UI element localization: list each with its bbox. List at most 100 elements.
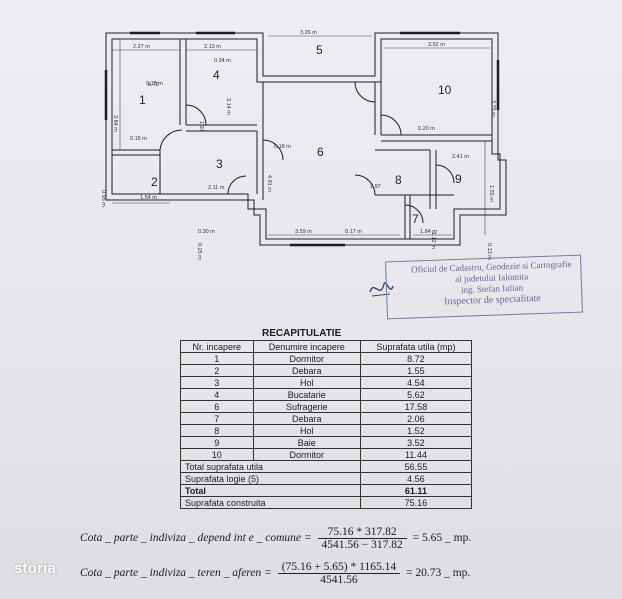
dimension-label: 1.97	[370, 184, 381, 190]
room-4-number: 4	[213, 68, 220, 82]
room-name-cell: Sufragerie	[252, 400, 361, 413]
official-stamp: Oficiul de Cadastru, Geodezie si Cartogr…	[385, 254, 583, 320]
room-area-cell: 1.52	[359, 424, 473, 437]
room-7-number: 7	[412, 212, 419, 226]
room-5-number: 5	[316, 43, 323, 57]
room-number-cell: 8	[180, 424, 254, 437]
room-6-number: 6	[317, 145, 324, 159]
room-number-cell: 3	[180, 376, 254, 389]
total-value: 56.55	[359, 460, 473, 473]
room-number-cell: 1	[180, 352, 254, 365]
room-3-number: 3	[216, 157, 223, 171]
dimension-label: 3.26 m	[300, 30, 317, 36]
dimension-label: 2.13 m	[204, 44, 221, 50]
room-number-cell: 2	[180, 364, 254, 377]
dimension-label: 0.30 m	[198, 229, 215, 235]
room-1-area-label: 8.72	[148, 82, 159, 88]
dimension-label: 3.14 m	[225, 98, 231, 115]
room-number-cell: 10	[180, 448, 254, 461]
dimension-label: 3.52 m	[428, 42, 445, 48]
room-10-number: 10	[438, 83, 452, 97]
dimension-label: 0.17 m	[345, 229, 362, 235]
total-label: Total suprafata utila	[180, 460, 361, 473]
room-name-cell: Debara	[252, 364, 361, 377]
column-header: Denumire incapere	[252, 340, 361, 353]
room-name-cell: Hol	[252, 376, 361, 389]
formula-1-lhs: Cota _ parte _ indiviza _ depend int e _…	[80, 532, 312, 545]
room-area-cell: 3.52	[359, 436, 473, 449]
dimension-label: 1.55 m	[488, 185, 494, 202]
room-area-cell: 2.06	[359, 412, 473, 425]
dimension-label: 0.34 m	[214, 58, 231, 64]
dimension-label: 0.20 m	[418, 126, 435, 132]
room-1-number: 1	[139, 93, 146, 107]
column-header: Nr. incapere	[180, 340, 254, 353]
dimension-label: 2.27 m	[133, 44, 150, 50]
formula-common-parts: Cota _ parte _ indiviza _ depend int e _…	[80, 526, 471, 551]
recap-title: RECAPITULATIE	[262, 328, 342, 339]
recap-table: Nr. incapere Denumire incapere Suprafata…	[180, 340, 473, 509]
total-value: 4.56	[359, 472, 473, 485]
room-name-cell: Bucatarie	[252, 388, 361, 401]
room-8-number: 8	[395, 173, 402, 187]
dimension-label: 3.84 m	[112, 115, 118, 132]
outer-wall	[105, 32, 507, 246]
total-value: 61.11	[359, 484, 473, 497]
recap-total-row: Suprafata logie (5)4.56	[180, 472, 473, 485]
room-number-cell: 4	[180, 388, 254, 401]
room-name-cell: Dormitor	[252, 448, 361, 461]
room-number-cell: 9	[180, 436, 254, 449]
formula-2-result: = 20.73 _ mp.	[405, 567, 471, 580]
signature	[369, 282, 394, 297]
inner-wall	[111, 38, 501, 240]
dimension-label: 3.25 m	[490, 100, 496, 117]
room-area-cell: 1.55	[359, 364, 473, 377]
room-area-cell: 8.72	[359, 352, 473, 365]
formula-2-denominator: 4541.56	[320, 574, 358, 586]
total-label: Total	[180, 484, 361, 497]
formula-1-fraction: 75.16 * 317.82 4541.56 − 317.82	[317, 526, 407, 551]
column-header: Suprafata utila (mp)	[359, 340, 473, 353]
room-area-cell: 11.44	[359, 448, 473, 461]
formula-1-numerator: 75.16 * 317.82	[317, 526, 407, 539]
dimension-label: 2.41 m	[452, 154, 469, 160]
recap-header-row: Nr. incapere Denumire incapere Suprafata…	[180, 340, 473, 353]
total-label: Suprafata construita	[180, 496, 361, 509]
room-name-cell: Debara	[252, 412, 361, 425]
formula-2-fraction: (75.16 + 5.65) * 1165.14 4541.56	[277, 561, 401, 586]
room-area-cell: 5.62	[359, 388, 473, 401]
room-area-cell: 4.54	[359, 376, 473, 389]
room-number-cell: 6	[180, 400, 254, 413]
room-2-number: 2	[151, 175, 158, 189]
room-9-number: 9	[455, 172, 462, 186]
floor-plan: 1 2 3 4 5 6 7 8 9 10 2.27 m 2.13 m 3.26 m 3…	[100, 30, 507, 260]
formula-2-numerator: (75.16 + 5.65) * 1165.14	[277, 561, 401, 574]
dimension-label: 0.13 m	[486, 243, 492, 260]
dimension-label: 1.12 m	[430, 232, 436, 249]
dimension-label: 1.84 m	[420, 229, 437, 235]
dimension-label: 0.25 m	[196, 243, 202, 260]
formula-2-lhs: Cota _ parte _ indiviza _ teren _ aferen…	[80, 567, 272, 580]
total-value: 75.16	[359, 496, 473, 509]
dimension-labels: 2.27 m 2.13 m 3.26 m 3.52 m 0.13 m 0.34 m 3.84…	[100, 30, 496, 260]
room-name-cell: Hol	[252, 424, 361, 437]
room-number-cell: 7	[180, 412, 254, 425]
dimension-label: 0.15 m	[130, 136, 147, 142]
dimension-label: 2.11 m	[208, 185, 225, 191]
dimension-label: 0.95 m	[100, 190, 106, 207]
formula-1-result: = 5.65 _ mp.	[412, 532, 472, 545]
room-area-cell: 17.58	[359, 400, 473, 413]
formula-land-share: Cota _ parte _ indiviza _ teren _ aferen…	[80, 561, 470, 586]
dimension-label: 0.18 m	[274, 144, 291, 150]
